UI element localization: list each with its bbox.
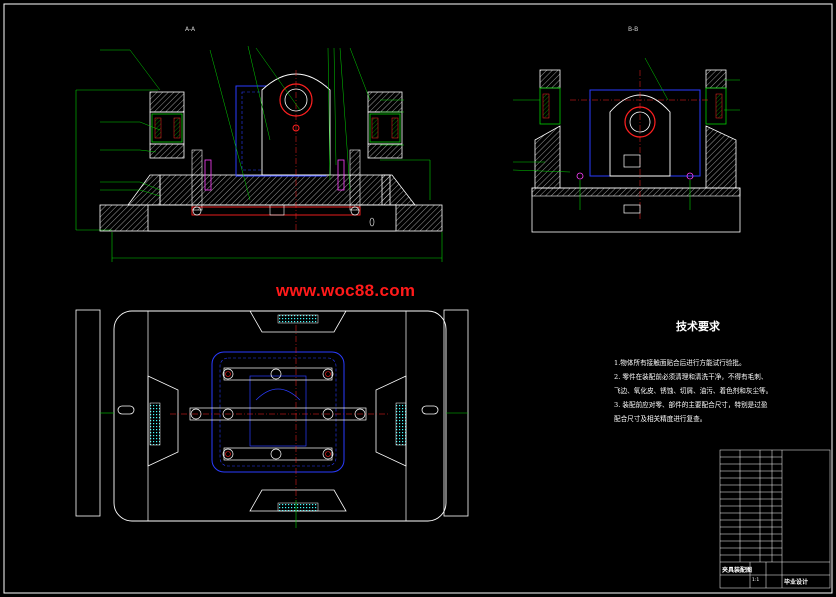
tech-line: 配合尺寸及相关精度进行复查。 xyxy=(614,415,707,423)
title-block xyxy=(719,449,831,589)
front-section-view xyxy=(75,45,443,262)
tech-requirements-title: 技术要求 xyxy=(676,320,720,333)
front-view-title: A-A xyxy=(185,26,196,33)
tech-line: 2. 零件在装配前必须清理和清洗干净，不得有毛刺、 xyxy=(614,373,768,381)
tech-line: 3. 装配前应对零、部件的主要配合尺寸，特别是过盈 xyxy=(614,401,768,409)
plan-view xyxy=(75,309,469,528)
side-view-title: B-B xyxy=(628,26,639,33)
drawing-frame xyxy=(3,3,833,594)
side-section-view xyxy=(512,57,741,233)
tech-line: 飞边、氧化皮、锈蚀、切屑、油污、着色剂和灰尘等。 xyxy=(614,387,773,395)
title-block-school: 毕业设计 xyxy=(784,579,809,586)
tech-line: 1.物体所有接触面贴合后进行方能试行验批。 xyxy=(614,359,746,367)
watermark: www.woc88.com xyxy=(276,281,416,300)
title-block-drawing-name: 夹具装配图 xyxy=(722,567,753,574)
title-block-scale: 1:1 xyxy=(752,578,760,583)
